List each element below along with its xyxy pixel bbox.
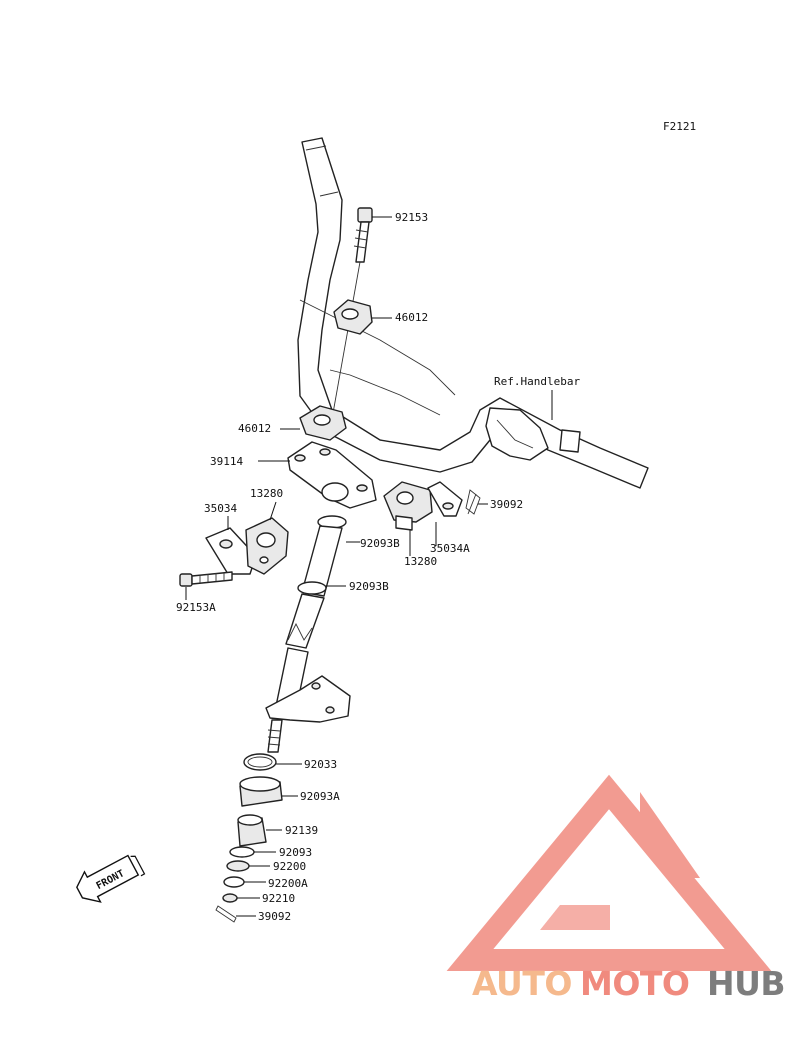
part-label-92139[interactable]: 92139 [285, 824, 318, 837]
part-label-92033[interactable]: 92033 [304, 758, 337, 771]
stem-holder-39114 [287, 441, 377, 509]
part-label-39114[interactable]: 39114 [210, 455, 243, 468]
bushing-holder-right [383, 481, 481, 531]
part-label-35034[interactable]: 35034 [204, 502, 237, 515]
part-label-92153[interactable]: 92153 [395, 211, 428, 224]
part-label-92093A[interactable]: 92093A [300, 790, 340, 803]
watermark-moto: MOTO [580, 964, 689, 1003]
part-label-92200[interactable]: 92200 [273, 860, 306, 873]
steering-shaft [265, 515, 351, 753]
part-label-39092-bottom[interactable]: 39092 [258, 910, 291, 923]
reference-handlebar-label: Ref.Handlebar [494, 375, 580, 388]
part-label-92210[interactable]: 92210 [262, 892, 295, 905]
watermark-triangle [446, 774, 772, 971]
part-label-13280-right[interactable]: 13280 [404, 555, 437, 568]
part-label-92093B-upper[interactable]: 92093B [360, 537, 400, 550]
watermark-auto: AUTO [472, 964, 572, 1003]
bolt-92153A [179, 571, 233, 587]
part-label-46012-top[interactable]: 46012 [395, 311, 428, 324]
part-label-35034A[interactable]: 35034A [430, 542, 470, 555]
figure-code: F2121 [663, 120, 696, 133]
upper-clamp-46012 [333, 299, 373, 335]
part-label-39092-top[interactable]: 39092 [490, 498, 523, 511]
front-arrow-icon: FRONT [76, 854, 146, 903]
watermark-logo: AUTO MOTO HUB [446, 774, 786, 1003]
part-label-92093B-lower[interactable]: 92093B [349, 580, 389, 593]
part-label-92200A[interactable]: 92200A [268, 877, 308, 890]
bushing-holder-left [205, 517, 289, 575]
handlebar-drawing [297, 137, 649, 489]
lower-clamp-46012 [299, 405, 347, 441]
part-label-92153A[interactable]: 92153A [176, 601, 216, 614]
part-label-46012-bottom[interactable]: 46012 [238, 422, 271, 435]
watermark-hub: HUB [707, 964, 785, 1003]
lower-stack [215, 753, 283, 923]
part-label-13280-left[interactable]: 13280 [250, 487, 283, 500]
part-label-92093[interactable]: 92093 [279, 846, 312, 859]
bolt-92153 [329, 207, 373, 431]
